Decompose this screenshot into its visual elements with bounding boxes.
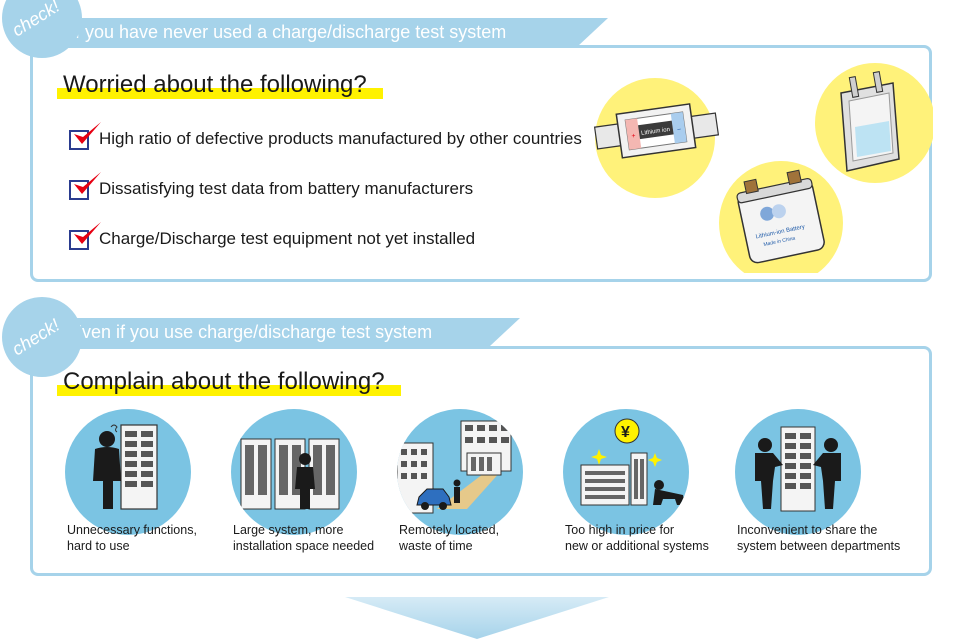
issue-caption-line2: system between departments — [737, 539, 901, 553]
checkbox-checked-icon — [69, 172, 101, 200]
issue-caption-line2: installation space needed — [233, 539, 375, 553]
section-title: Even if you use charge/discharge test sy… — [70, 322, 433, 342]
worries-panel: Worried about the following? High ratio … — [30, 45, 933, 282]
issue-caption-line2: waste of time — [399, 539, 473, 553]
pouch-cell-icon: Lithium ion + − — [593, 78, 720, 198]
heading-highlight: Complain about the following? — [57, 368, 401, 396]
panel-heading: Worried about the following? — [63, 71, 367, 98]
issue-caption-line2: hard to use — [67, 539, 130, 553]
list-item-label: High ratio of defective products manufac… — [99, 129, 582, 148]
svg-text:+: + — [631, 133, 636, 141]
high-price-icon: ¥ — [563, 409, 689, 535]
issue-caption-line1: Large system, more — [233, 523, 344, 537]
yen-symbol: ¥ — [621, 424, 630, 441]
checkbox-checked-icon — [69, 222, 101, 250]
list-item-label: Dissatisfying test data from battery man… — [99, 179, 474, 198]
list-item: Remotely located, waste of time — [391, 409, 561, 559]
list-item: Unnecessary functions, hard to use — [59, 409, 229, 559]
worries-list: High ratio of defective products manufac… — [69, 122, 582, 276]
panel-heading: Complain about the following? — [63, 368, 385, 395]
list-item: Inconvenient to share the system between… — [729, 409, 901, 559]
section-never-used: If you have never used a charge/discharg… — [0, 0, 960, 290]
checkbox-checked-icon — [69, 122, 101, 150]
confused-person-icon — [65, 409, 191, 535]
flat-cell-icon — [815, 63, 933, 183]
issue-caption-line2: new or additional systems — [565, 539, 709, 553]
list-item: Large system, more installation space ne… — [225, 409, 395, 559]
remote-location-icon — [397, 409, 523, 535]
complaints-list: Unnecessary functions, hard to use — [59, 409, 919, 559]
section-tab: Even if you use charge/discharge test sy… — [50, 318, 520, 346]
svg-text:−: − — [677, 126, 682, 134]
issue-caption-line1: Remotely located, — [399, 523, 500, 537]
section-title: If you have never used a charge/discharg… — [70, 22, 507, 42]
list-item: High ratio of defective products manufac… — [69, 122, 582, 176]
list-item: ¥ Too high in price for new or additiona… — [557, 409, 727, 559]
check-badge-text: check! — [8, 314, 64, 360]
issue-caption-line1: Too high in price for — [565, 523, 675, 537]
list-item: Charge/Discharge test equipment not yet … — [69, 222, 582, 276]
down-arrow-icon — [345, 597, 609, 639]
section-tab: If you have never used a charge/discharg… — [50, 18, 608, 46]
list-item-label: Charge/Discharge test equipment not yet … — [99, 229, 476, 248]
battery-illustration: Lithium ion + − — [593, 63, 933, 273]
check-badge-text: check! — [8, 0, 64, 41]
issue-caption-line1: Inconvenient to share the — [737, 523, 878, 537]
list-item: Dissatisfying test data from battery man… — [69, 172, 582, 226]
can-cell-icon: Lithium-ion Battery Made in China — [719, 161, 843, 273]
section-already-using: Even if you use charge/discharge test sy… — [0, 297, 960, 582]
check-badge: check! — [2, 297, 82, 377]
heading-highlight: Worried about the following? — [57, 71, 383, 99]
large-system-icon — [231, 409, 357, 535]
complaints-panel: Complain about the following? — [30, 346, 932, 576]
issue-caption-line1: Unnecessary functions, — [67, 523, 197, 537]
sharing-conflict-icon — [735, 409, 861, 535]
svg-text:Lithium ion: Lithium ion — [641, 127, 671, 137]
